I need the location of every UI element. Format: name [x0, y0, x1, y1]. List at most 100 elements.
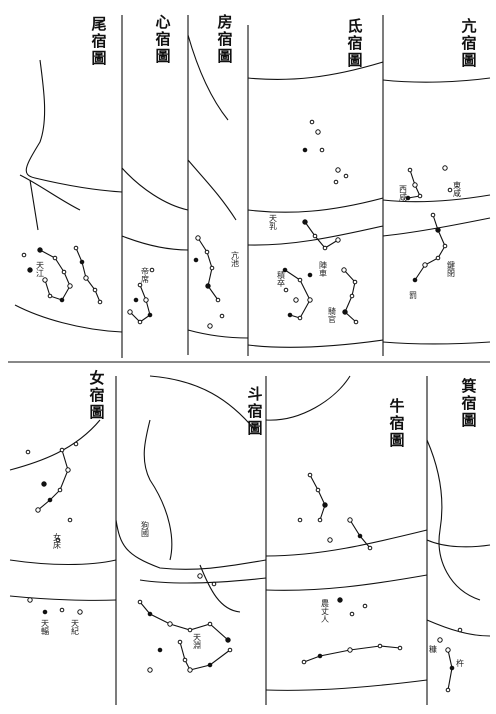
- star-marker: [127, 309, 133, 315]
- star-marker: [27, 597, 33, 603]
- star-marker: [333, 179, 339, 185]
- title-fang-text: 房宿圖: [217, 13, 233, 65]
- star-marker: [302, 219, 308, 225]
- star-marker: [55, 537, 61, 543]
- star-marker: [457, 627, 463, 633]
- title-di: 氐宿圖: [344, 18, 366, 69]
- star-marker: [149, 267, 155, 273]
- star-marker: [322, 245, 328, 251]
- star-marker: [412, 277, 418, 283]
- title-dou-text: 斗宿圖: [247, 385, 263, 437]
- star-marker: [215, 297, 221, 303]
- star-label: 狗國: [141, 521, 149, 538]
- star-marker: [211, 581, 217, 587]
- star-marker: [21, 252, 27, 258]
- star-marker: [349, 293, 355, 299]
- star-label: 罰: [409, 291, 417, 300]
- title-wei: 尾宿圖: [88, 16, 110, 67]
- title-ji: 箕宿圖: [458, 378, 480, 429]
- star-marker: [319, 147, 325, 153]
- star-marker: [137, 319, 143, 325]
- star-marker: [357, 533, 363, 539]
- star-marker: [27, 267, 33, 273]
- star-marker: [137, 282, 143, 288]
- star-label: 天紀: [71, 619, 79, 636]
- star-marker: [42, 277, 48, 283]
- star-label: 天乳: [269, 214, 277, 231]
- star-marker: [283, 287, 289, 293]
- star-marker: [59, 447, 65, 453]
- title-wei-text: 尾宿圖: [91, 15, 107, 67]
- star-marker: [417, 193, 423, 199]
- star-marker: [205, 283, 211, 289]
- star-marker: [367, 545, 373, 551]
- star-marker: [342, 309, 348, 315]
- star-marker: [92, 287, 98, 293]
- star-marker: [193, 257, 199, 263]
- star-label: 天淵: [193, 633, 201, 650]
- star-marker: [307, 472, 313, 478]
- star-marker: [362, 603, 368, 609]
- star-label: 陣車: [319, 261, 327, 278]
- star-marker: [147, 667, 153, 673]
- star-marker: [197, 573, 203, 579]
- star-marker: [435, 255, 441, 261]
- title-nv-text: 女宿圖: [89, 369, 105, 421]
- star-label: 農丈人: [321, 599, 329, 624]
- star-marker: [195, 235, 201, 241]
- star-marker: [61, 269, 67, 275]
- star-marker: [157, 647, 163, 653]
- star-marker: [143, 297, 149, 303]
- star-marker: [352, 279, 358, 285]
- star-marker: [167, 621, 173, 627]
- star-marker: [445, 647, 451, 653]
- star-marker: [287, 312, 293, 318]
- star-marker: [327, 537, 333, 543]
- star-marker: [317, 517, 323, 523]
- star-marker: [337, 597, 343, 603]
- star-marker: [412, 182, 418, 188]
- star-marker: [67, 283, 73, 289]
- title-ji-text: 箕宿圖: [461, 377, 477, 429]
- star-label: 帝席: [141, 267, 149, 284]
- star-label: 女床: [53, 533, 61, 550]
- star-marker: [227, 647, 233, 653]
- star-marker: [301, 659, 307, 665]
- star-marker: [315, 129, 321, 135]
- title-di-text: 氐宿圖: [347, 17, 363, 69]
- star-marker: [347, 647, 353, 653]
- star-marker: [309, 119, 315, 125]
- star-label: 天江: [36, 261, 44, 278]
- star-marker: [204, 249, 210, 255]
- star-marker: [182, 657, 188, 663]
- star-marker: [219, 313, 225, 319]
- star-marker: [297, 315, 303, 321]
- star-marker: [282, 267, 288, 273]
- title-kang-text: 亢宿圖: [461, 17, 477, 69]
- star-marker: [187, 627, 193, 633]
- star-marker: [353, 319, 359, 325]
- star-marker: [47, 293, 53, 299]
- star-marker: [97, 299, 103, 305]
- star-label: 杵: [456, 659, 464, 668]
- title-nv: 女宿圖: [86, 370, 108, 421]
- star-marker: [209, 265, 215, 271]
- title-kang: 亢宿圖: [458, 18, 480, 69]
- title-xin: 心宿圖: [152, 14, 174, 65]
- star-marker: [307, 272, 313, 278]
- title-xin-text: 心宿圖: [155, 13, 171, 65]
- star-marker: [65, 467, 71, 473]
- star-marker: [377, 643, 383, 649]
- star-marker: [297, 517, 303, 523]
- star-marker: [293, 297, 299, 303]
- star-label: 亢池: [231, 251, 239, 268]
- star-marker: [442, 243, 448, 249]
- star-label: 西咸: [399, 185, 407, 202]
- star-marker: [349, 611, 355, 617]
- star-markers: [21, 119, 463, 693]
- star-marker: [79, 259, 85, 265]
- star-marker: [307, 297, 313, 303]
- title-niu-text: 牛宿圖: [389, 397, 405, 449]
- star-marker: [317, 653, 323, 659]
